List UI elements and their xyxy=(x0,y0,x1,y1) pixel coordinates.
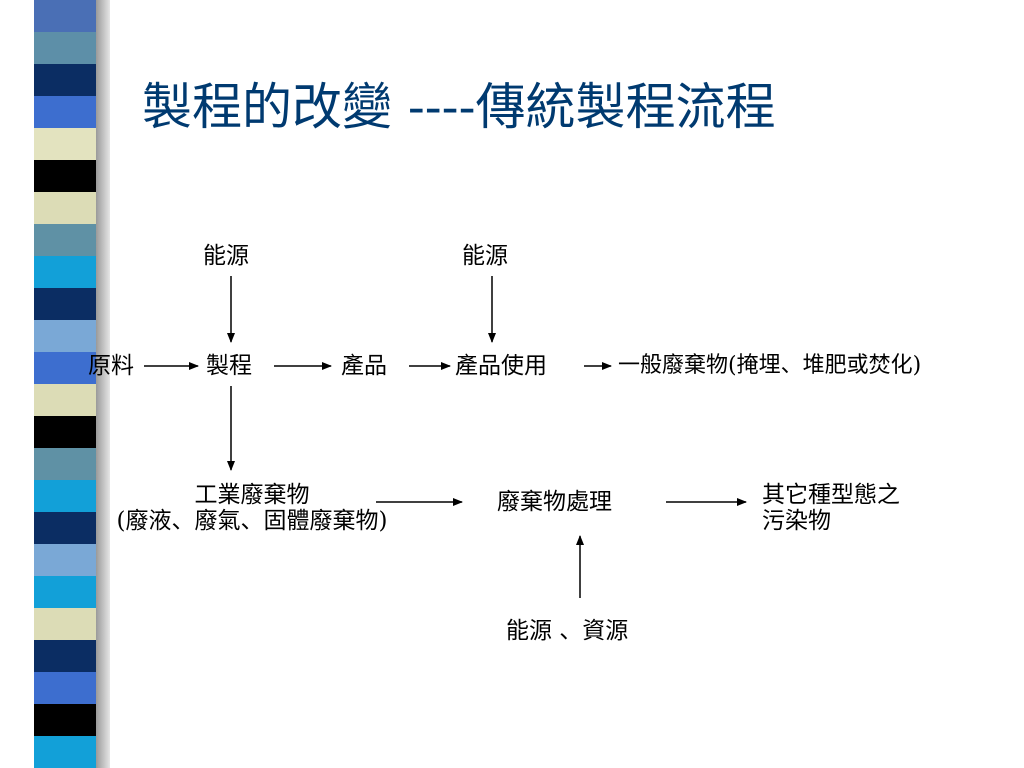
stripe-band xyxy=(34,0,96,33)
stripe-band xyxy=(34,64,96,97)
node-product-use: 產品使用 xyxy=(455,353,547,379)
stripe-band xyxy=(34,640,96,673)
stripe-band xyxy=(34,576,96,609)
stripe-band xyxy=(34,320,96,353)
node-process: 製程 xyxy=(206,353,252,379)
node-waste-treatment: 廢棄物處理 xyxy=(497,489,612,515)
stripe-band xyxy=(34,480,96,513)
stripe-band xyxy=(34,512,96,545)
stripe-band xyxy=(34,544,96,577)
node-energy-resources: 能源 、資源 xyxy=(506,618,629,644)
stripe-band xyxy=(34,352,96,385)
stripe-band xyxy=(34,256,96,289)
stripe-band xyxy=(34,32,96,65)
stripe-band xyxy=(34,736,96,768)
node-raw-material: 原料 xyxy=(88,353,134,379)
stripe-band xyxy=(34,608,96,641)
stripe-band xyxy=(34,288,96,321)
stripe-band xyxy=(34,192,96,225)
node-industrial-waste: 工業廢棄物 (廢液、廢氣、固體廢棄物) xyxy=(86,482,418,535)
other-pollution-line-2: 污染物 xyxy=(762,508,831,535)
stripe-band xyxy=(34,384,96,417)
other-pollution-line-1: 其它種型態之 xyxy=(762,482,900,508)
node-other-pollution: 其它種型態之 污染物 xyxy=(762,482,900,535)
stripe-band xyxy=(34,160,96,193)
stripe-shadow xyxy=(96,0,110,768)
node-energy-1: 能源 xyxy=(203,243,249,269)
stripe-band xyxy=(34,704,96,737)
stripe-band xyxy=(34,448,96,481)
industrial-waste-line-2: (廢液、廢氣、固體廢棄物) xyxy=(116,508,388,535)
industrial-waste-line-1: 工業廢棄物 xyxy=(194,482,310,508)
stripe-band xyxy=(34,224,96,257)
stripe-band xyxy=(34,96,96,129)
stripe-band xyxy=(34,672,96,705)
slide-title: 製程的改變 ----傳統製程流程 xyxy=(142,78,776,136)
node-product: 產品 xyxy=(341,353,387,379)
stripe-band xyxy=(34,128,96,161)
decorative-stripe-band xyxy=(34,0,96,768)
node-energy-2: 能源 xyxy=(462,243,508,269)
node-general-waste: 一般廢棄物(掩埋、堆肥或焚化) xyxy=(618,353,922,378)
stripe-band xyxy=(34,416,96,449)
